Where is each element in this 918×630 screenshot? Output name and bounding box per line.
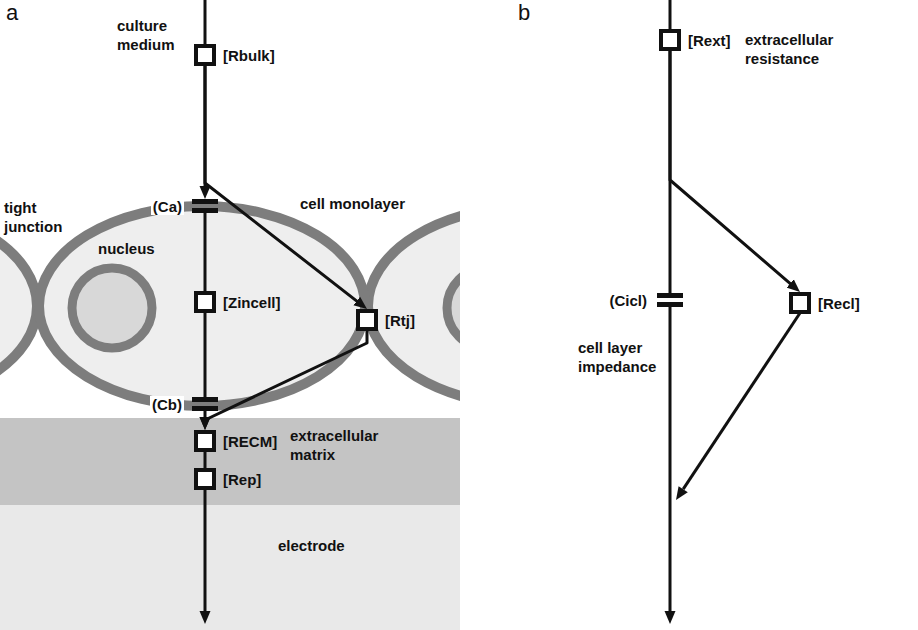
resistor-symbol — [194, 44, 216, 66]
capacitor-node: (Ca) — [151, 198, 218, 215]
current-path — [204, 313, 207, 397]
component-label: (Cb) — [150, 396, 184, 413]
current-path — [205, 331, 367, 424]
capacitor-node: (Cicl) — [608, 292, 684, 309]
capacitor-plate — [192, 208, 218, 213]
current-path — [204, 452, 207, 468]
capacitor-symbol — [192, 397, 218, 411]
component-label: [Rbulk] — [223, 47, 275, 64]
resistor-symbol — [194, 468, 216, 490]
lead-wire — [669, 0, 672, 30]
capacitor-plate — [192, 397, 218, 402]
resistor-symbol — [194, 291, 216, 313]
region-label: nucleus — [98, 239, 155, 258]
resistor-box: [Recl] — [789, 292, 860, 314]
region-label: cell monolayer — [300, 194, 405, 213]
component-label: [Zincell] — [223, 294, 281, 311]
region-label: cell layer impedance — [578, 338, 664, 376]
component-label: [Recl] — [818, 295, 860, 312]
lead-wire — [204, 0, 207, 45]
nucleus-shape — [72, 268, 152, 348]
resistor-box: [Rtj] — [356, 309, 415, 331]
current-path — [670, 51, 795, 288]
lead-wire — [204, 489, 207, 612]
electrode-band — [0, 505, 460, 630]
component-label: [RECM] — [223, 433, 277, 450]
resistor-symbol — [789, 292, 811, 314]
capacitor-plate — [657, 293, 683, 298]
capacitor-plate — [192, 199, 218, 204]
capacitor-plates — [192, 199, 218, 213]
resistor-box: [Rbulk] — [194, 44, 275, 66]
capacitor-node: (Cb) — [150, 396, 218, 413]
panel-letter: b — [518, 0, 530, 26]
capacitor-symbol — [192, 199, 218, 213]
region-label: extracellular resistance — [745, 30, 845, 68]
component-label: [Rep] — [223, 471, 261, 488]
lead-wire — [683, 313, 800, 489]
capacitor-plates — [192, 397, 218, 411]
arrowhead — [200, 611, 211, 624]
lead-arrowheads — [200, 486, 688, 624]
panel-letter: a — [6, 0, 18, 26]
cell-layer-scene — [0, 206, 460, 630]
resistor-symbol — [356, 309, 378, 331]
cell-body — [0, 206, 37, 406]
cell-body — [368, 206, 460, 406]
capacitor-plates — [657, 293, 683, 307]
resistor-symbol — [659, 29, 681, 51]
resistor-box: [Zincell] — [194, 291, 281, 313]
lead-wires — [205, 0, 800, 612]
cell-body — [39, 206, 365, 406]
current-path — [205, 66, 362, 305]
component-label: [Rext] — [688, 32, 731, 49]
component-label: (Ca) — [151, 198, 184, 215]
capacitor-plate — [192, 406, 218, 411]
capacitor-plate — [657, 302, 683, 307]
region-label: tight junction — [4, 198, 70, 236]
lead-wire — [669, 306, 672, 612]
region-label: electrode — [278, 536, 345, 555]
matrix-band — [0, 418, 460, 505]
resistor-box: [Rext] — [659, 29, 731, 51]
resistor-box: [Rep] — [194, 468, 261, 490]
current-path — [204, 213, 207, 291]
resistor-symbol — [194, 430, 216, 452]
component-label: (Cicl) — [608, 292, 650, 309]
capacitor-symbol — [657, 293, 683, 307]
component-label: [Rtj] — [385, 312, 415, 329]
nucleus-shape — [447, 268, 460, 348]
resistor-box: [RECM] — [194, 430, 277, 452]
region-label: extracellular matrix — [290, 426, 390, 464]
arrowhead — [676, 486, 688, 500]
arrowhead — [665, 611, 676, 624]
region-label: culture medium — [117, 16, 185, 54]
